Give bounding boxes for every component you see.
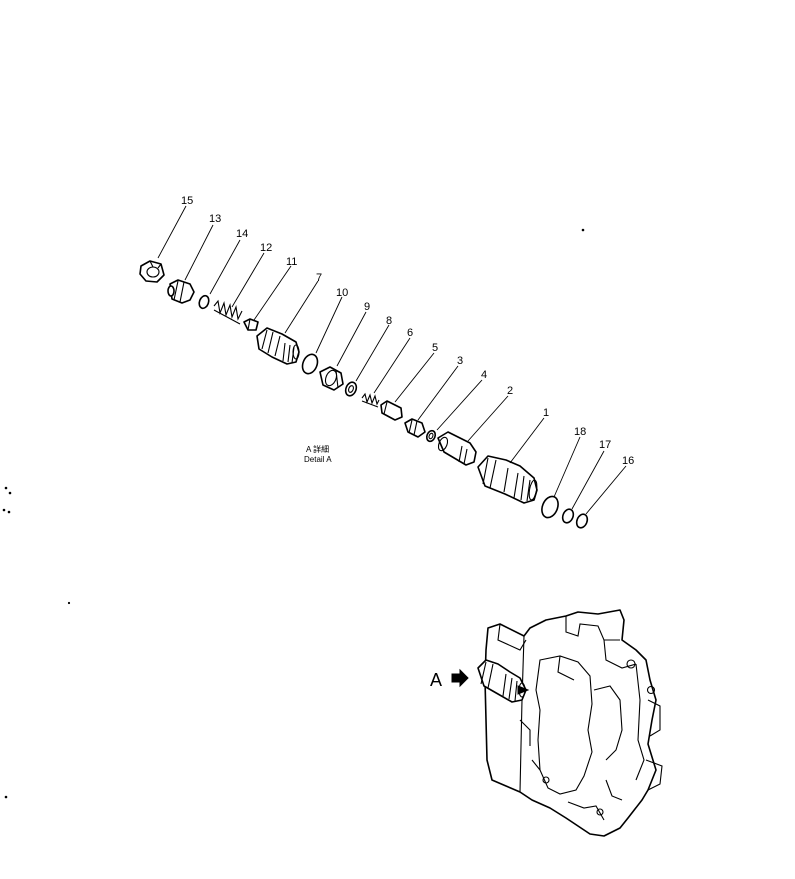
label-part-4: 4 [481,369,487,381]
part-4-ring [425,429,437,443]
detail-caption-en: Detail A [304,455,332,464]
detail-caption-jp: A 詳細 [306,444,329,454]
callout-arrow-icon [451,668,469,688]
control-valve-block [484,609,663,837]
part-15-hex-nut [139,260,165,283]
label-part-1: 1 [543,407,549,419]
label-part-5: 5 [432,342,438,354]
part-11-pin [243,318,259,331]
part-12-spring [213,299,243,325]
part-18-o-ring [541,495,559,519]
part-8-washer [344,381,358,397]
label-part-3: 3 [457,355,463,367]
part-number-labels: 15 13 14 12 11 7 10 9 8 6 5 3 4 2 1 18 1… [181,195,634,467]
label-part-15: 15 [181,195,193,207]
label-part-16: 16 [622,455,634,467]
label-part-17: 17 [599,439,611,451]
label-part-11: 11 [286,256,297,268]
part-13-plug [167,279,195,304]
scan-specks [2,228,585,799]
label-part-6: 6 [407,327,413,339]
label-part-7: 7 [316,272,322,284]
label-part-13: 13 [209,213,221,225]
part-7-valve-sleeve [256,327,300,365]
part-5-poppet [380,400,403,421]
callout-a: A [430,668,469,690]
label-part-14: 14 [236,228,248,240]
part-1-main-valve [477,455,538,504]
callout-a-letter: A [430,670,442,690]
label-part-9: 9 [364,301,370,313]
part-2-piston [437,431,477,466]
label-part-10: 10 [336,287,348,299]
part-3-seat [404,418,426,438]
label-part-12: 12 [260,242,272,254]
relief-valve-location-a [477,659,530,703]
label-part-8: 8 [386,315,392,327]
part-9-ring [319,366,344,391]
label-part-18: 18 [574,426,586,438]
part-6-spring [361,392,380,408]
part-16-o-ring [575,513,589,529]
part-14-o-ring [198,294,210,310]
part-17-o-ring [561,508,575,524]
leader-lines [157,205,627,515]
label-part-2: 2 [507,385,513,397]
detail-caption: A 詳細 Detail A [304,444,332,464]
part-10-o-ring [301,353,319,375]
